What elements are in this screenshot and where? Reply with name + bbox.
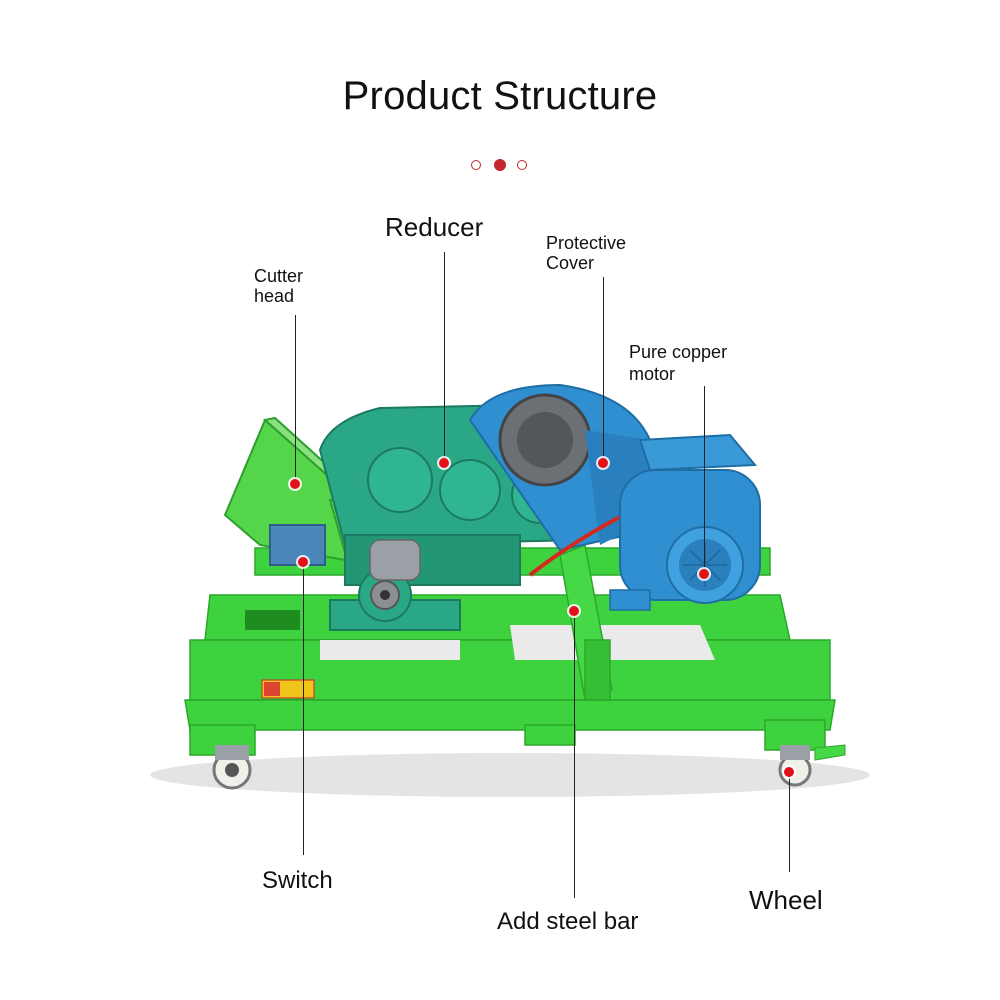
copper-motor [609,433,761,611]
leader-cutter-head [295,315,296,485]
leader-motor [704,386,705,574]
leader-protective-cover [603,277,604,462]
label-motor-line1: Pure copper [629,342,728,362]
label-motor-line2: motor [629,363,676,384]
label-protective-cover-line2: Cover [546,252,595,273]
marker-switch[interactable] [298,557,308,567]
marker-protective-cover[interactable] [598,458,608,468]
steel-bar [559,543,613,702]
pagination-dot-active[interactable] [494,159,506,171]
label-protective-cover-line1: Protective [546,233,627,253]
page-title: Product Structure [342,74,658,118]
pagination-dot[interactable] [517,160,527,170]
pagination-dot[interactable] [471,160,481,170]
label-cutter-head: Cutter head [254,266,304,307]
warning-sticker [261,679,315,699]
bearing-block [329,539,461,631]
leader-switch [303,562,304,855]
label-cutter-head-line2: head [254,285,295,306]
wheels [212,744,846,790]
label-add-steel-bar: Add steel bar [497,908,639,935]
label-reducer: Reducer [385,212,484,242]
leader-steel-bar [574,611,575,898]
marker-wheel[interactable] [784,767,794,777]
leader-reducer [444,252,445,462]
marker-reducer[interactable] [439,458,449,468]
label-pure-copper-motor: Pure copper motor [629,342,727,386]
floor-shadow [150,753,870,797]
marker-motor[interactable] [699,569,709,579]
label-switch: Switch [262,867,333,894]
label-wheel: Wheel [749,885,823,915]
label-protective-cover: Protective Cover [546,233,627,274]
label-cutter-head-line1: Cutter [254,266,304,286]
marker-steel-bar[interactable] [569,606,579,616]
marker-cutter-head[interactable] [290,479,300,489]
pagination-dots [471,159,531,176]
leader-wheel [789,772,790,872]
